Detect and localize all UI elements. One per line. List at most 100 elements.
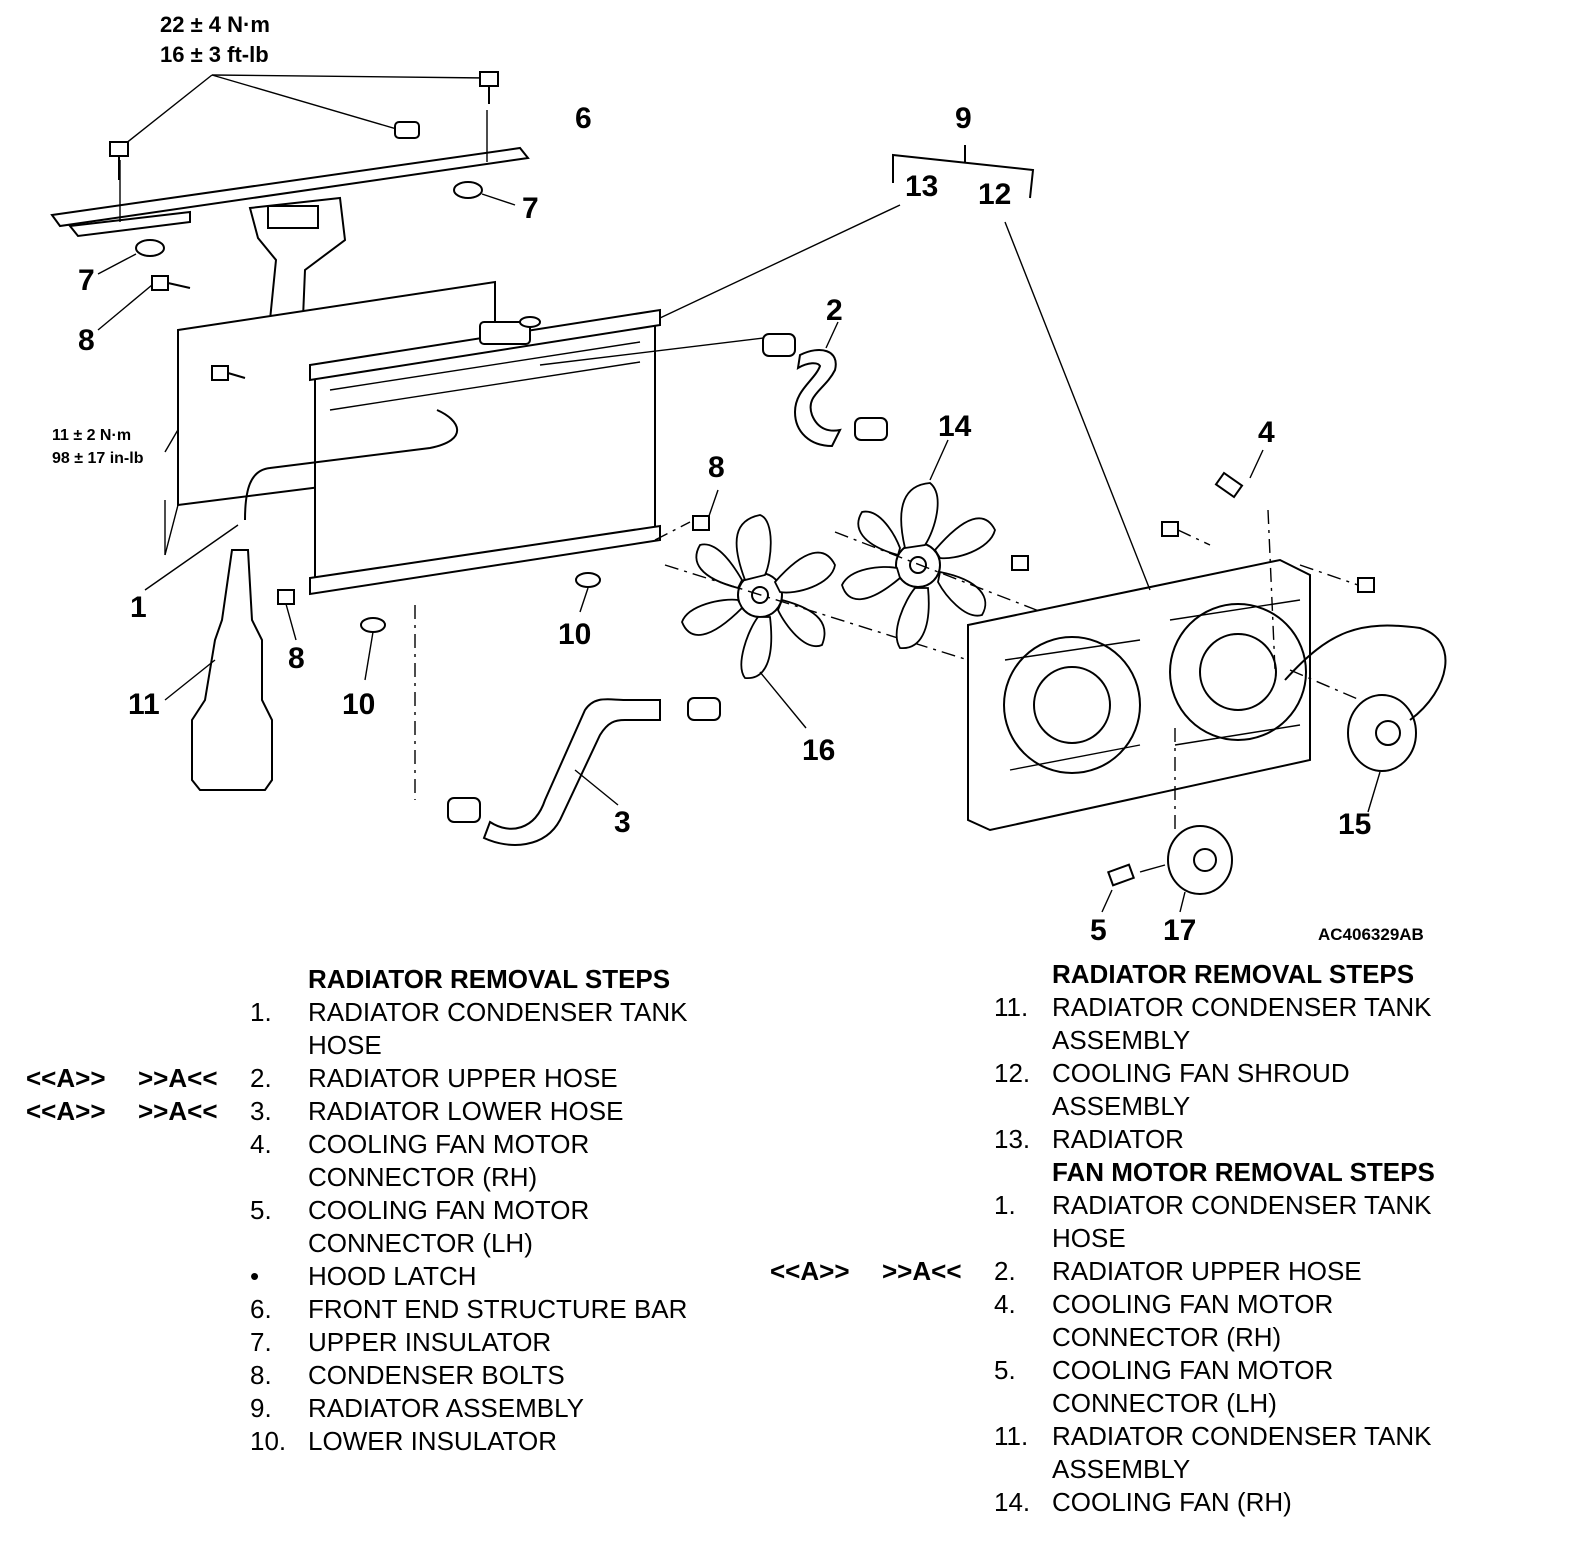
step-text: RADIATOR [1052,1124,1184,1154]
step-row: <<A>>>>A<<2.RADIATOR UPPER HOSE [744,1255,1504,1288]
step-text: RADIATOR LOWER HOSE [308,1096,624,1126]
step-row: CONNECTOR (LH) [0,1227,760,1260]
step-row: 4. COOLING FAN MOTOR [744,1288,1504,1321]
step-text: ASSEMBLY [1052,1091,1191,1121]
step-number: 14. [994,1487,1031,1517]
step-number: 4. [994,1289,1016,1319]
step-text: FRONT END STRUCTURE BAR [308,1294,688,1324]
cooling-fan-shroud [967,221,1311,832]
step-number: 1. [250,997,272,1027]
step-number: 1. [994,1190,1016,1220]
radiator-bolt-right [654,489,719,541]
callout-8-upper: 8 [78,324,95,357]
fan-connector-rh [1214,449,1276,671]
condenser-tank-hose [144,409,459,591]
step-number: 10. [250,1426,287,1456]
step-row: CONNECTOR (RH) [744,1321,1504,1354]
step-text: RADIATOR CONDENSER TANK [1052,1190,1432,1220]
step-number: 8. [250,1360,272,1390]
step-row: 4.COOLING FAN MOTOR [0,1128,760,1161]
step-row: 7.UPPER INSULATOR [0,1326,760,1359]
callout-10-right: 10 [558,618,591,651]
step-text: COOLING FAN MOTOR [1052,1289,1334,1319]
step-row: 1.RADIATOR CONDENSER TANK [0,996,760,1029]
step-mark-install: >>A<< [138,1096,218,1126]
lower-insulator-left [360,617,386,681]
lower-hose [414,605,721,846]
step-row: 10. LOWER INSULATOR [0,1425,760,1458]
step-row: ASSEMBLY [744,1024,1504,1057]
cooling-fan-rh [834,439,1231,686]
bar-clip [394,121,420,139]
step-number: 6. [250,1294,272,1324]
step-row: ASSEMBLY [744,1090,1504,1123]
step-row: CONNECTOR (LH) [744,1387,1504,1420]
right-steps-list: RADIATOR REMOVAL STEPS 11.RADIATOR CONDE… [744,958,1504,1519]
step-text: CONNECTOR (RH) [308,1162,538,1192]
step-text: HOOD LATCH [308,1261,477,1291]
callout-14: 14 [938,410,972,443]
step-text: LOWER INSULATOR [308,1426,557,1456]
bar-bolt-left [109,141,129,180]
torque-side-nm: 11 ± 2 N·m [52,427,131,444]
upper-hose [762,321,888,448]
fan-motor-rh [1284,624,1447,813]
step-text: RADIATOR CONDENSER TANK [1052,992,1432,1022]
callout-8-right: 8 [708,451,725,484]
upper-insulator-left [97,239,165,275]
step-mark-install: >>A<< [882,1256,962,1286]
step-row: CONNECTOR (RH) [0,1161,760,1194]
callout-10-left: 10 [342,688,375,721]
step-text: COOLING FAN MOTOR [1052,1355,1334,1385]
left-steps-list: RADIATOR REMOVAL STEPS 1.RADIATOR CONDEN… [0,963,760,1458]
step-text: ASSEMBLY [1052,1454,1191,1484]
step-number: 11. [994,1421,1029,1451]
step-text: CONNECTOR (LH) [308,1228,533,1258]
step-row: 1. RADIATOR CONDENSER TANK [744,1189,1504,1222]
callout-8-lower: 8 [288,642,305,675]
step-text: HOSE [308,1030,382,1060]
cooling-fan-lh [664,514,1001,729]
step-mark-remove: <<A>> [26,1096,106,1126]
step-number: • [250,1261,260,1291]
callout-2: 2 [826,294,843,327]
step-number: 7. [250,1327,272,1357]
step-row: ASSEMBLY [744,1453,1504,1486]
figure-id: AC406329AB [1318,925,1424,944]
step-number: 3. [250,1096,272,1126]
callout-13: 13 [905,170,938,203]
step-text: CONDENSER BOLTS [308,1360,565,1390]
left-steps-heading: RADIATOR REMOVAL STEPS [308,964,671,994]
step-text: COOLING FAN MOTOR [308,1195,590,1225]
step-text: RADIATOR UPPER HOSE [308,1063,618,1093]
step-row: 5. COOLING FAN MOTOR [744,1354,1504,1387]
callout-12: 12 [978,178,1011,211]
callout-4: 4 [1258,416,1275,449]
upper-insulator-right [453,181,516,206]
condenser-tank [164,549,273,791]
step-number: 2. [250,1063,272,1093]
step-row: <<A>> >>A<< 2. RADIATOR UPPER HOSE [0,1062,760,1095]
callout-11: 11 [128,688,160,721]
step-mark-install: >>A<< [138,1063,218,1093]
step-number: 4. [250,1129,272,1159]
step-row: • HOOD LATCH [0,1260,760,1293]
radiator-bolt-lower [277,589,297,641]
callout-9: 9 [955,102,972,135]
step-text: RADIATOR CONDENSER TANK [1052,1421,1432,1451]
torque-side-inlb: 98 ± 17 in-lb [52,450,144,467]
step-number: 5. [994,1355,1016,1385]
torque-top-nm: 22 ± 4 N·m [160,12,270,37]
step-text: RADIATOR ASSEMBLY [308,1393,584,1423]
step-number: 5. [250,1195,272,1225]
step-number: 12. [994,1058,1031,1088]
step-text: HOSE [1052,1223,1126,1253]
callout-15: 15 [1338,808,1371,841]
bar-bolt-right [479,71,499,104]
step-mark-remove: <<A>> [26,1063,106,1093]
step-row: HOSE [744,1222,1504,1255]
step-number: 2. [994,1256,1016,1286]
fan-connector-lh [1101,863,1166,913]
callout-1: 1 [130,591,147,624]
step-row: HOSE [0,1029,760,1062]
